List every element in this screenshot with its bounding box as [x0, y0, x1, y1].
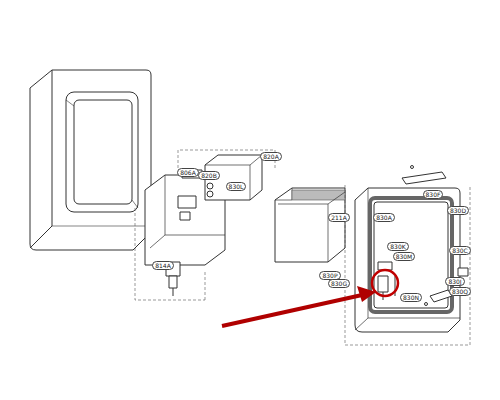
door-panel: [30, 70, 151, 250]
dispenser-cover: [275, 188, 345, 262]
callout-number: 211A: [328, 213, 350, 222]
dispenser-recess: [66, 92, 138, 212]
callout-number: 830M: [393, 252, 416, 261]
callout-number: 820B: [198, 171, 220, 180]
callout-number: 830J: [445, 277, 464, 286]
callout-number: 830K: [387, 242, 408, 251]
callout-number: 820A: [260, 152, 282, 161]
highlight-circle: [372, 270, 398, 296]
callout-number: 830G: [328, 279, 350, 288]
callout-number: 830D: [447, 206, 469, 215]
callout-number: 830N: [400, 293, 422, 302]
dispenser-door: [355, 188, 460, 332]
side-clip: [458, 268, 468, 276]
callout-number: 830A: [373, 213, 395, 222]
callout-number: 830C: [449, 246, 471, 255]
hinge-bracket: [402, 172, 446, 184]
callout-number: 814A: [152, 261, 174, 270]
callout-number: 830Q: [449, 287, 471, 296]
callout-number: 830L: [226, 182, 247, 191]
callout-number: 806A: [177, 168, 199, 177]
pointer-arrow: [222, 295, 362, 326]
callout-number: 830F: [423, 190, 444, 199]
